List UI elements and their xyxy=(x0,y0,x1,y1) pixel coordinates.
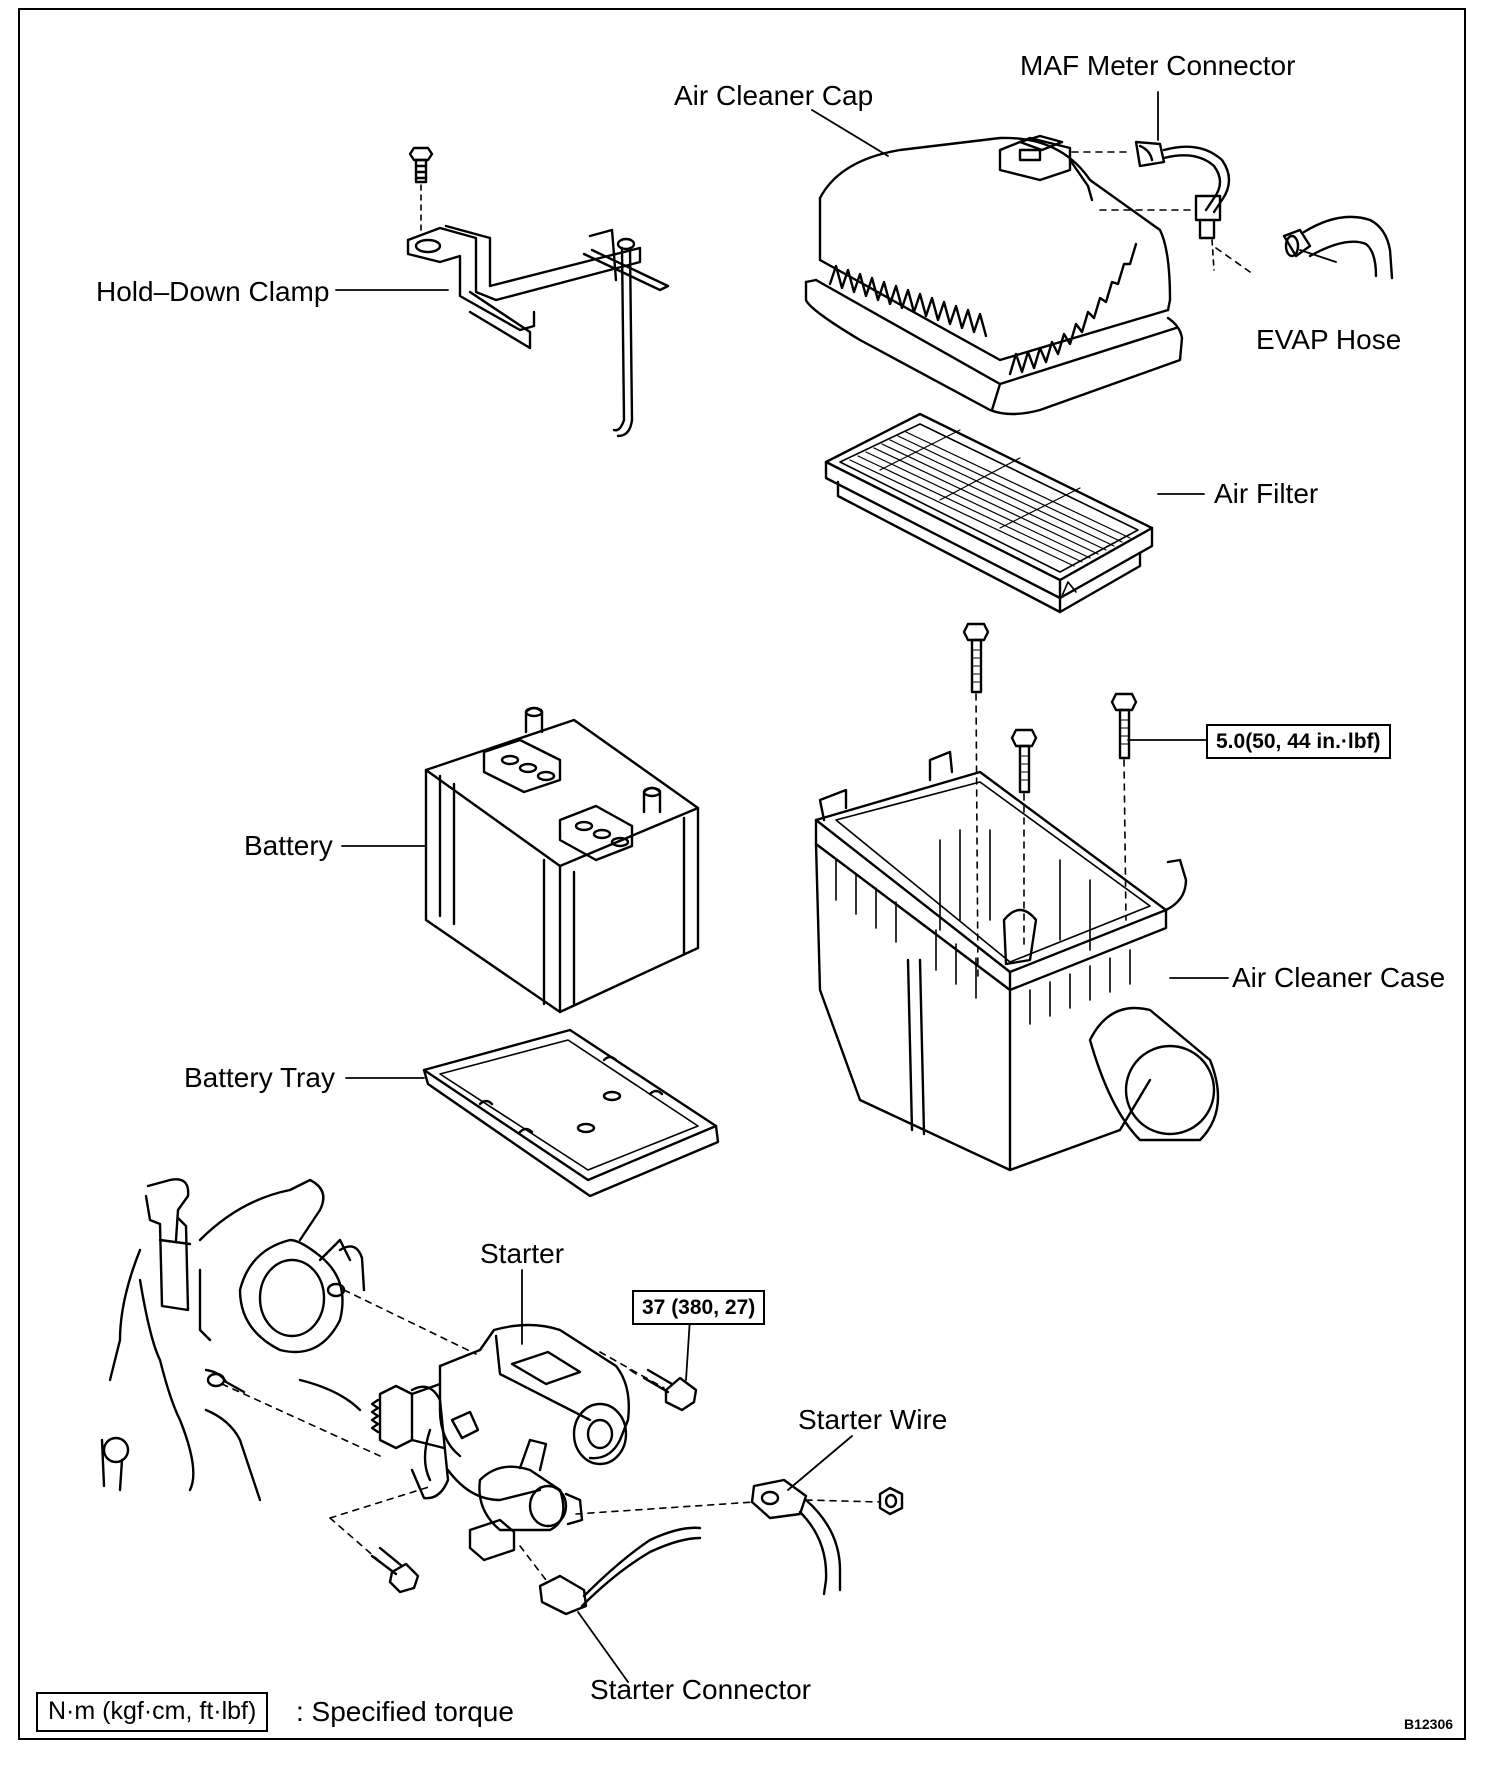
diagram-frame xyxy=(18,8,1466,1740)
maf-connector-illustration xyxy=(1071,140,1251,273)
air-cleaner-case-illustration xyxy=(814,622,1220,1172)
label-battery: Battery xyxy=(244,830,333,861)
hold-down-clamp-illustration xyxy=(406,146,670,438)
torque-box-starter-bolt: 37 (380, 27) xyxy=(632,1290,766,1326)
leader-lines xyxy=(335,91,1337,1683)
air-cleaner-cap-illustration xyxy=(804,134,1184,416)
evap-hose-illustration xyxy=(1282,215,1394,280)
label-evap-hose: EVAP Hose xyxy=(1256,324,1402,355)
label-starter-wire: Starter Wire xyxy=(798,1404,948,1435)
starter-lower-bolt xyxy=(370,1546,420,1594)
label-starter-connector: Starter Connector xyxy=(590,1674,811,1705)
battery-tray-illustration xyxy=(422,1028,720,1198)
starter-wire-illustration xyxy=(750,1478,904,1596)
clamp-bolt xyxy=(408,146,434,233)
label-air-cleaner-case: Air Cleaner Case xyxy=(1232,962,1446,993)
legend-torque-unit-box: N·m (kgf·cm, ft·lbf) xyxy=(36,1692,269,1732)
starter-illustration xyxy=(370,1323,630,1562)
label-hold-down-clamp: Hold–Down Clamp xyxy=(96,276,330,307)
legend-description: : Specified torque xyxy=(296,1696,514,1727)
label-air-cleaner-cap: Air Cleaner Cap xyxy=(674,80,874,111)
label-battery-tray: Battery Tray xyxy=(184,1062,335,1093)
starter-connector-illustration xyxy=(538,1526,702,1616)
label-maf-meter-connector: MAF Meter Connector xyxy=(1020,50,1296,81)
label-air-filter: Air Filter xyxy=(1214,478,1319,509)
figure-code: B12306 xyxy=(1404,1716,1454,1732)
engine-block-illustration xyxy=(100,1178,366,1502)
air-filter-illustration xyxy=(824,412,1154,614)
case-bolts xyxy=(962,622,1138,981)
torque-box-air-cleaner-bolt: 5.0(50, 44 in.·lbf) xyxy=(1206,724,1391,760)
label-starter: Starter xyxy=(480,1238,565,1269)
battery-illustration xyxy=(424,706,700,1014)
assembly-lines xyxy=(221,1289,881,1581)
starter-upper-bolt xyxy=(629,1368,698,1412)
